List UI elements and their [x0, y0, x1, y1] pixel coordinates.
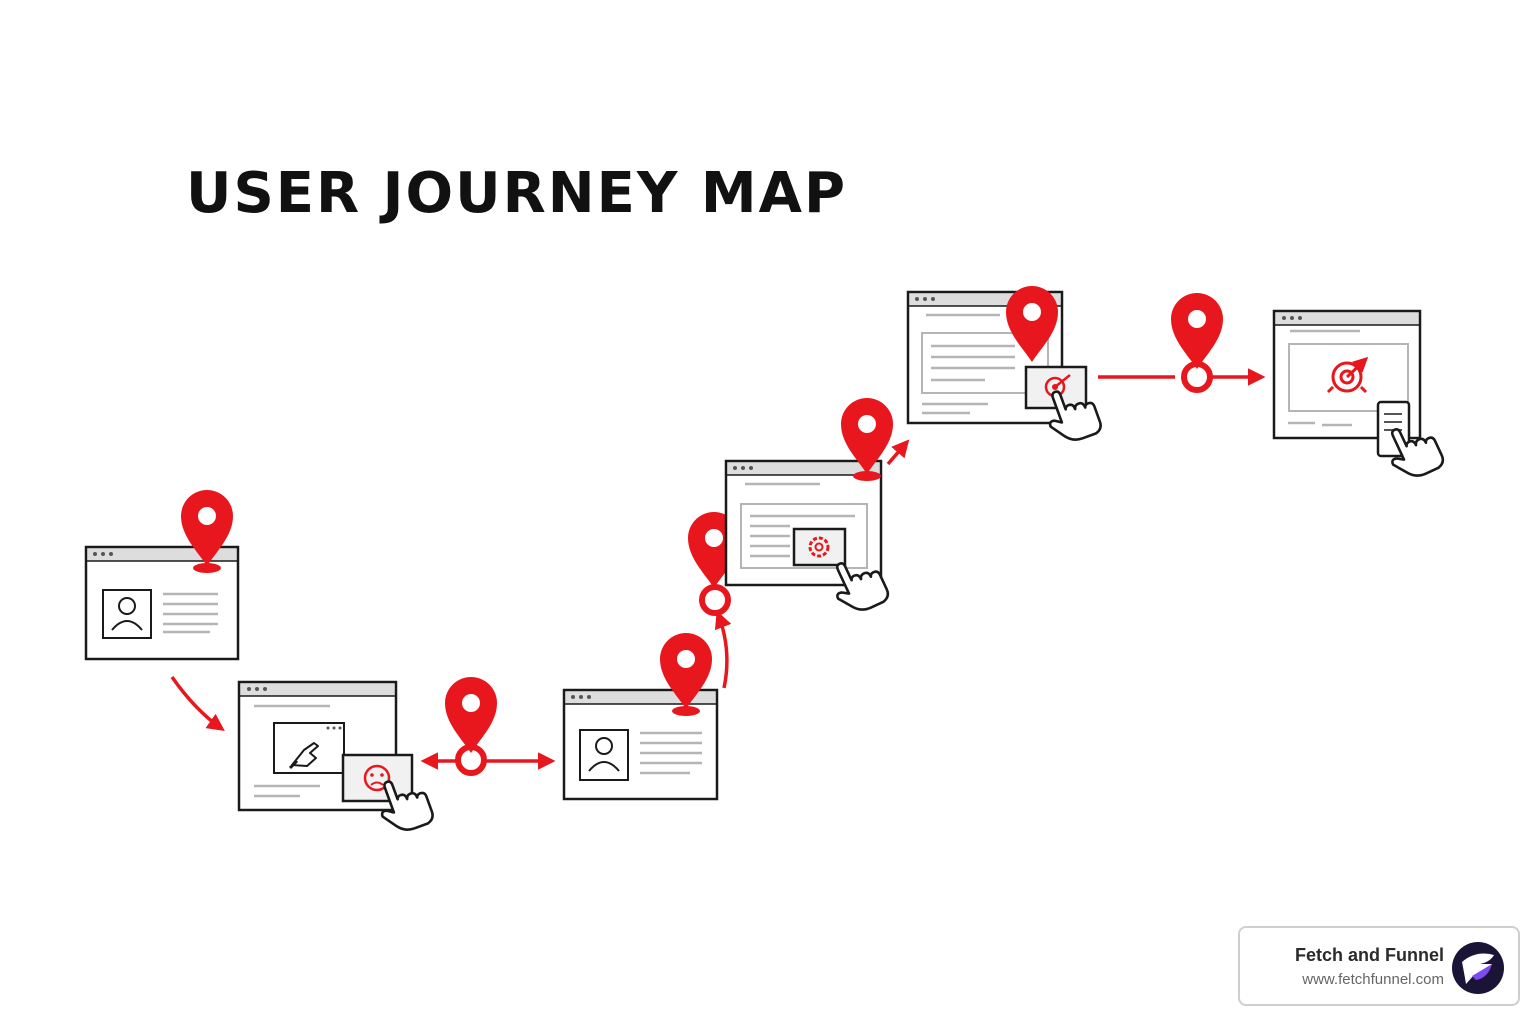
journey-step-4-window: [724, 459, 893, 620]
page-title: USER JOURNEY MAP: [186, 161, 847, 226]
brand-url: www.fetchfunnel.com: [1302, 971, 1444, 988]
map-pin-icon: [445, 677, 497, 776]
map-pin-icon: [841, 398, 893, 481]
map-pin-icon: [688, 512, 740, 616]
funnel-logo-icon: [1452, 942, 1504, 994]
arrow-icon: [886, 439, 910, 466]
brand-watermark: Fetch and Funnel www.fetchfunnel.com: [1238, 926, 1520, 1006]
gear-icon: [808, 536, 830, 558]
user-avatar-icon: [102, 589, 152, 639]
journey-step-1-window: [84, 545, 240, 661]
journey-step-2-window: [237, 680, 437, 839]
sad-face-icon: [363, 764, 391, 792]
pointing-hand-icon: [288, 742, 319, 770]
map-pin-icon: [1171, 293, 1223, 393]
brand-name: Fetch and Funnel: [1294, 945, 1444, 965]
map-pin-icon: [181, 490, 233, 573]
journey-step-3-window: [562, 688, 719, 801]
arrow-icon: [714, 610, 732, 689]
journey-step-6-window: [1272, 309, 1448, 486]
target-icon: [1326, 356, 1369, 394]
arrow-icon: [170, 675, 225, 732]
user-avatar-icon: [579, 729, 629, 781]
map-pin-icon: [660, 633, 712, 716]
journey-step-5-window: [906, 290, 1105, 449]
